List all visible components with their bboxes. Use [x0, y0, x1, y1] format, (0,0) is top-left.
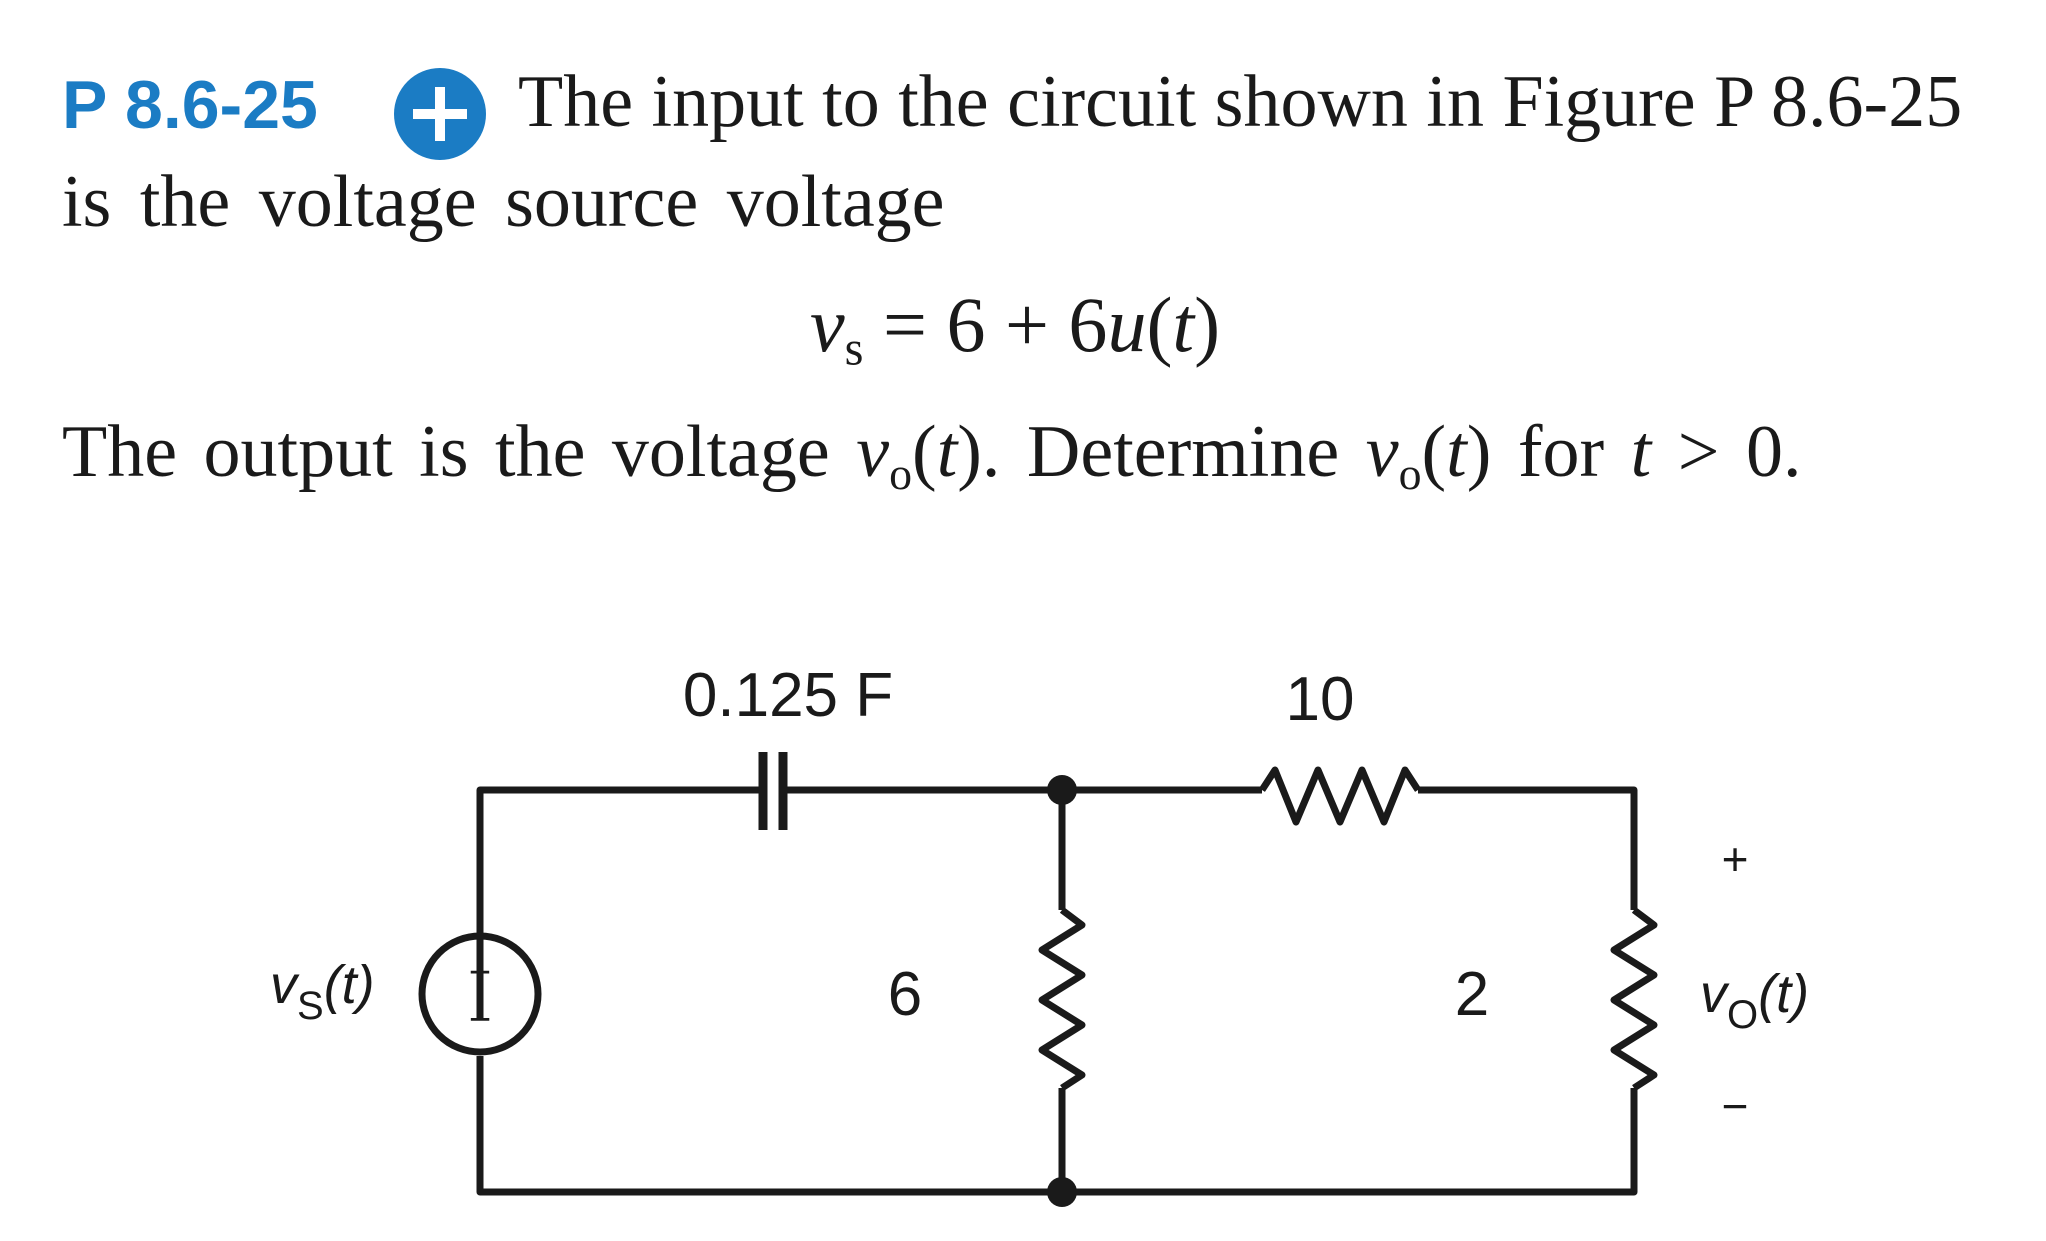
problem-text-line3: The output is the voltage vo(t). Determi…	[62, 411, 1802, 499]
output-label: vO(t)	[1700, 964, 1809, 1037]
equation-lhs-subscript: s	[844, 322, 864, 376]
line3-v2: v	[1365, 411, 1399, 493]
line3-t2: t	[1446, 411, 1467, 493]
resistor-2-label: 2	[1455, 960, 1489, 1029]
line3-part1: The output is the voltage	[62, 411, 857, 493]
problem-number: P 8.6-25	[62, 67, 318, 143]
line3-part4: > 0.	[1651, 411, 1802, 493]
line3-sub1: o	[889, 447, 913, 499]
equation-t: t	[1172, 281, 1195, 368]
output-minus: −	[1722, 1080, 1749, 1132]
wire-right-bottom	[476, 1056, 1638, 1196]
resistor-10-label: 10	[1286, 665, 1355, 734]
resistor-2	[1610, 907, 1658, 1091]
capacitor-label: 0.125 F	[683, 661, 893, 730]
resistor-10	[1259, 766, 1421, 826]
equation-rhs: = 6 + 6	[882, 281, 1108, 368]
resistor-6	[1038, 907, 1086, 1091]
junction-bottom	[1047, 1177, 1077, 1207]
line3-part2: ). Determine	[957, 411, 1366, 493]
line3-v1: v	[856, 411, 890, 493]
resistor-6-label: 6	[888, 960, 922, 1029]
output-plus: +	[1722, 833, 1749, 885]
equation: vs = 6 + 6u(t)	[810, 281, 1221, 376]
problem-text-line2: is the voltage source voltage	[62, 161, 945, 243]
junction-top	[1047, 775, 1077, 805]
voltage-source-circle	[418, 932, 542, 1056]
line3-sub2: o	[1398, 447, 1422, 499]
line3-t1: t	[936, 411, 958, 493]
wire-top-left	[476, 786, 760, 1019]
source-minus: −	[469, 999, 491, 1041]
line3-t3: t	[1630, 411, 1652, 493]
source-label: vS(t)	[270, 955, 375, 1028]
line3-part3: ) for	[1466, 411, 1631, 493]
wire-top-right	[1418, 786, 1638, 910]
equation-u: u	[1107, 281, 1147, 368]
source-plus: +	[469, 952, 491, 994]
equation-lhs-symbol: v	[810, 281, 845, 368]
problem-text-line1: The input to the circuit shown in Figure…	[518, 61, 1963, 143]
plus-circle-icon	[394, 68, 486, 160]
